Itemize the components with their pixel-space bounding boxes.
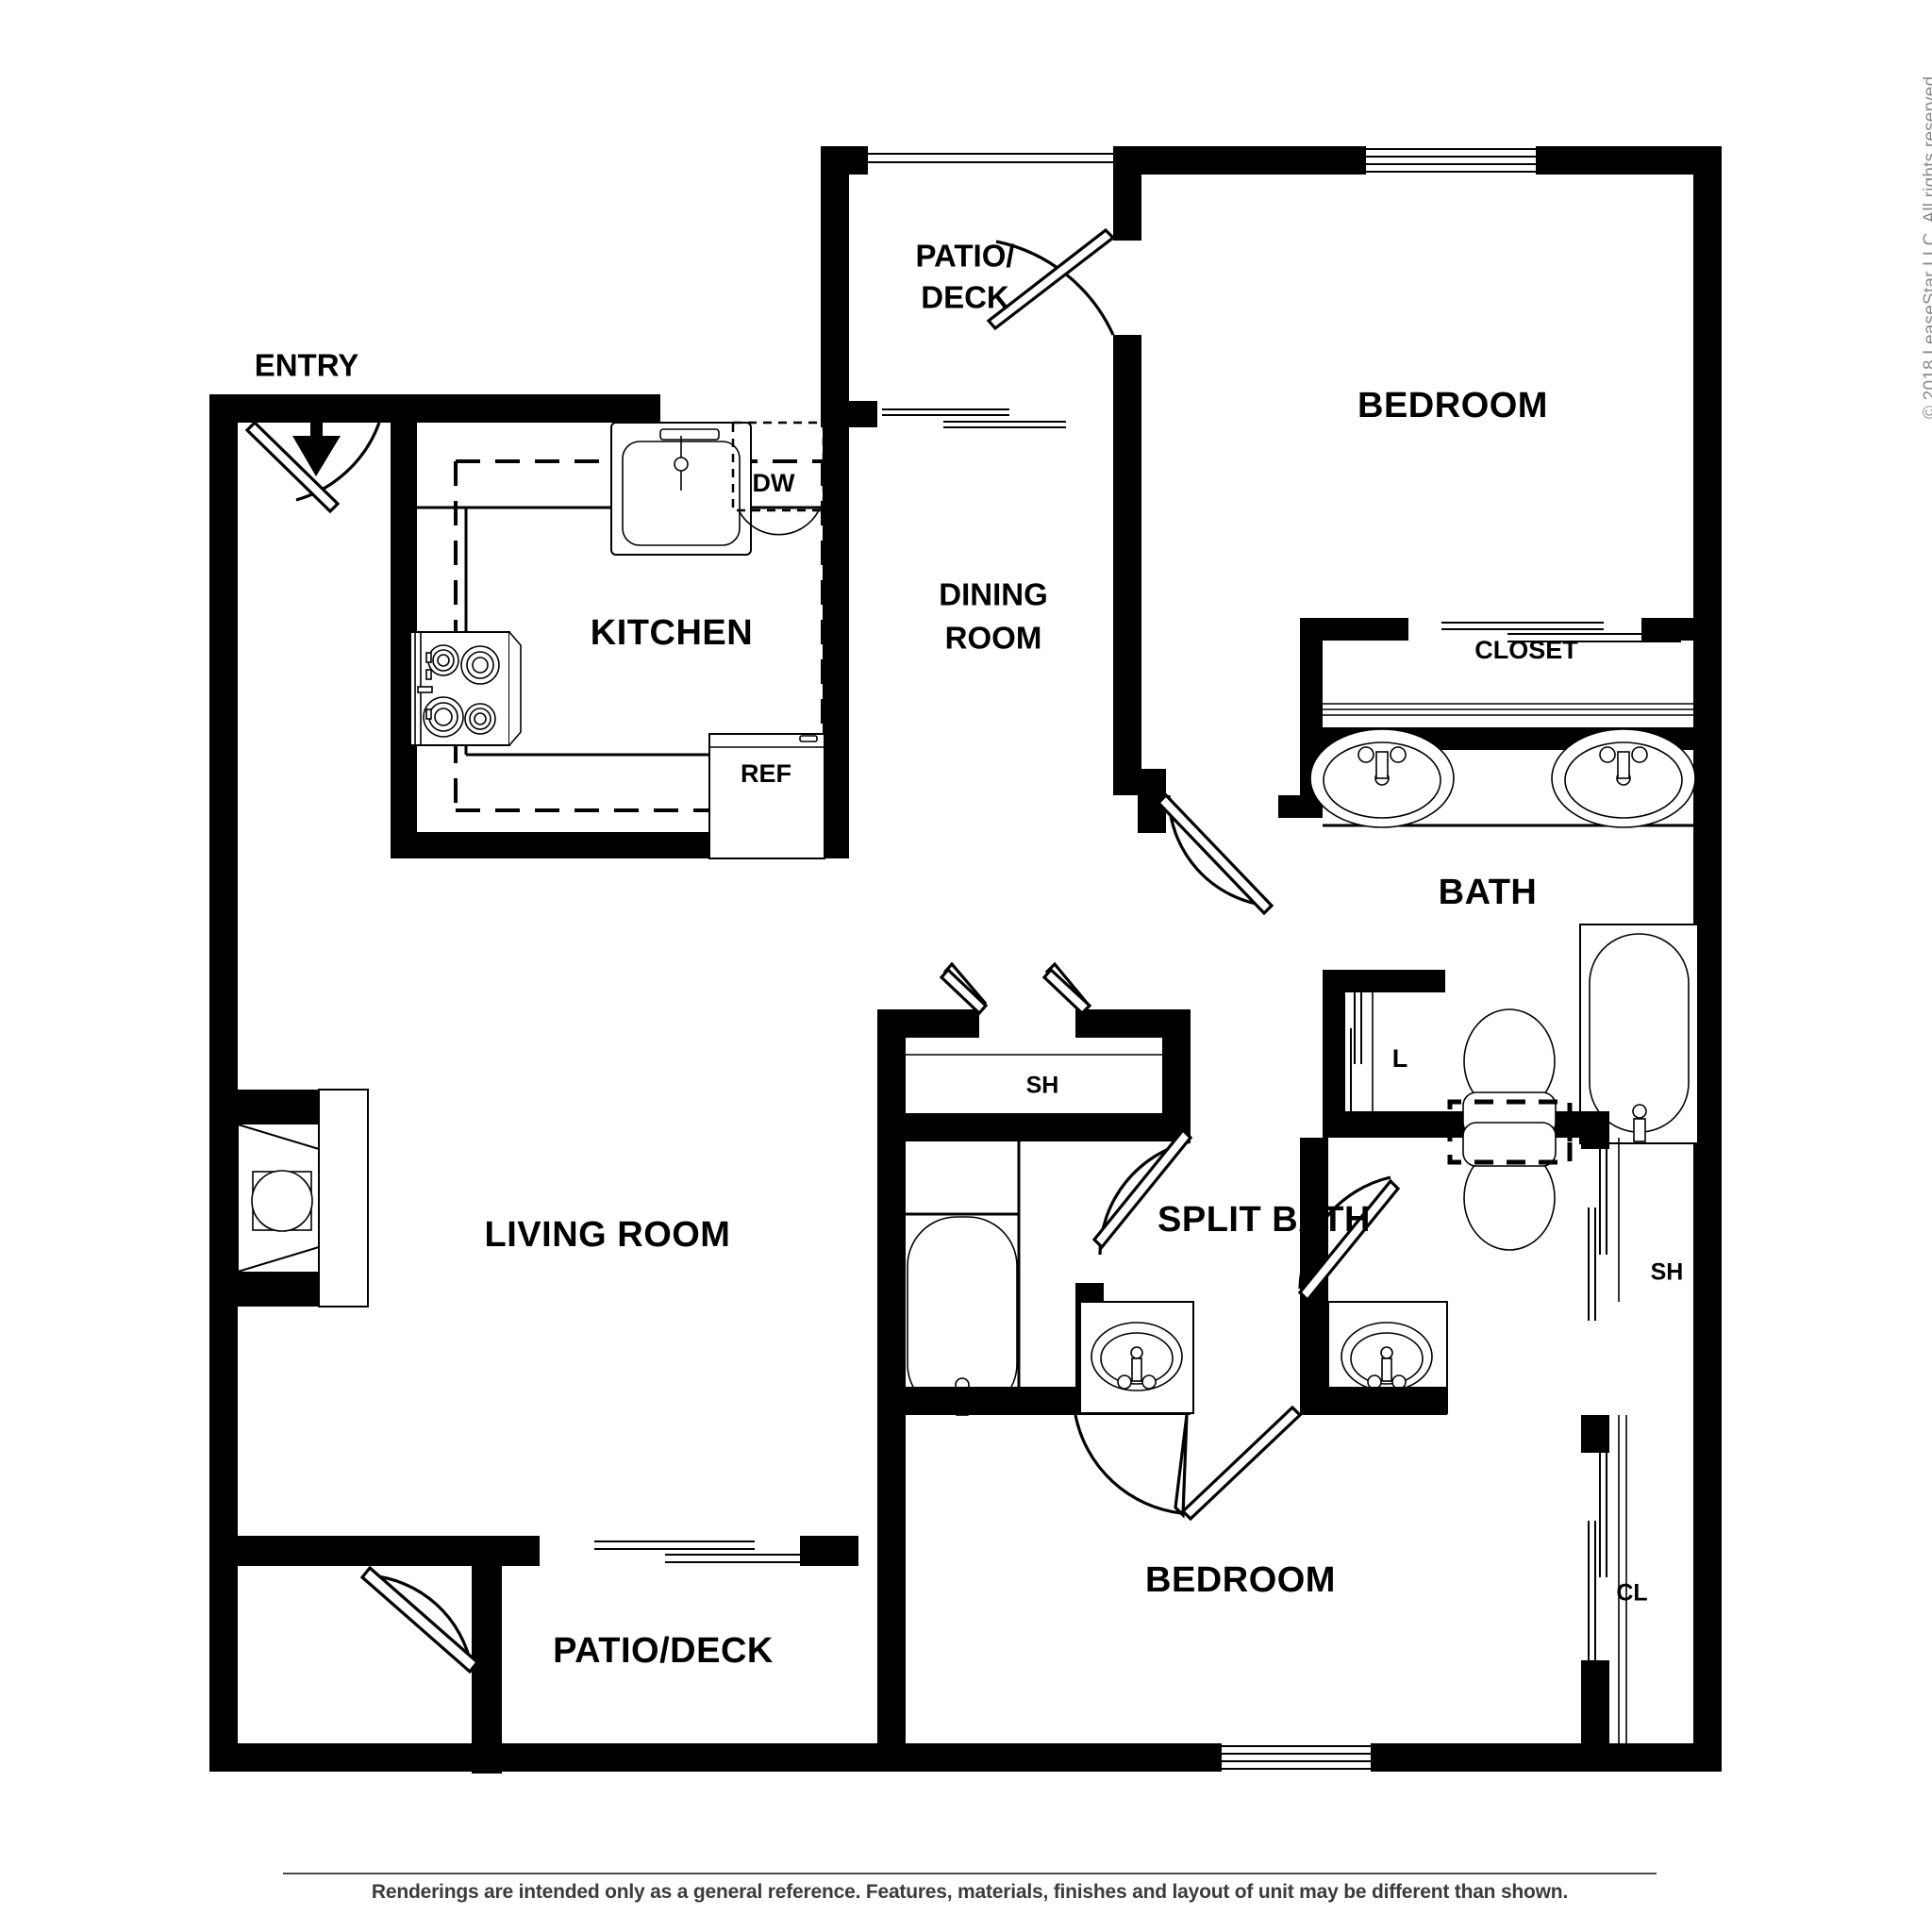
door-swing-icon (1298, 1175, 1391, 1290)
bedroom-bottom-structure (877, 1415, 1627, 1772)
vanity-sink-icon (1551, 728, 1696, 828)
label-patio-deck-top-line1: PATIO/ (915, 239, 1014, 274)
label-dishwasher: DW (753, 469, 795, 497)
label-kitchen: KITCHEN (591, 613, 753, 653)
toilet-icon (1447, 1008, 1573, 1141)
footer-divider (283, 1873, 1657, 1874)
sliding-door-icon (594, 1541, 830, 1563)
entry-structure (238, 394, 381, 514)
label-shelf-split-bath: SH (1026, 1073, 1059, 1099)
living-room-structure (209, 1089, 858, 1566)
sliding-door-icon (1588, 1143, 1607, 1321)
sliding-door-icon (509, 1752, 849, 1761)
room-labels: ENTRY KITCHEN DINING ROOM PATIO/ DECK BE… (255, 239, 1579, 1671)
label-dining-room-line2: ROOM (945, 621, 1042, 656)
label-closet: CLOSET (1474, 636, 1578, 664)
toilet-icon (1447, 1122, 1573, 1251)
disclaimer-text: Renderings are intended only as a genera… (371, 1881, 1569, 1903)
sliding-door-dining-patio (882, 408, 1066, 428)
vanity-sink-icon (1079, 1301, 1194, 1414)
label-entry: ENTRY (255, 348, 359, 383)
bedroom-top-structure (1113, 146, 1536, 833)
label-patio-deck-top-line2: DECK (921, 280, 1009, 315)
copyright-text: © 2018 LeaseStar LLC. All rights reserve… (1921, 71, 1932, 419)
label-patio-deck-bottom: PATIO/DECK (553, 1631, 774, 1671)
fireplace-icon (209, 1089, 369, 1307)
dishwasher-icon (731, 421, 825, 536)
label-linen-closet: L (1392, 1044, 1408, 1073)
door-swing-icon (1074, 1414, 1182, 1515)
sliding-door-icon (1343, 989, 1362, 1123)
copyright-notice: © 2018 LeaseStar LLC. All rights reserve… (1898, 8, 1932, 423)
label-refrigerator: REF (741, 759, 791, 788)
label-split-bath: SPLIT BATH (1158, 1200, 1371, 1240)
bathtub-icon (907, 1216, 1018, 1416)
bathtub-icon (1579, 924, 1699, 1144)
sink-icon (610, 422, 752, 556)
label-bedroom-bottom: BEDROOM (1145, 1560, 1336, 1600)
vanity-sink-icon (1309, 728, 1455, 828)
refrigerator-icon (708, 733, 825, 859)
range-icon (409, 631, 522, 746)
footer-disclaimer: Renderings are intended only as a genera… (283, 1881, 1657, 1904)
door-swing-icon (295, 422, 381, 502)
label-living-room: LIVING ROOM (485, 1215, 731, 1255)
patio-deck-bottom-structure (209, 1536, 849, 1774)
window-icon (1222, 1745, 1371, 1770)
label-bath: BATH (1439, 873, 1538, 912)
fixture-labels: DW REF L SH SH CL (741, 469, 1683, 1606)
bath-structure (1156, 728, 1699, 1321)
door-swing-icon (369, 1574, 474, 1669)
label-shelf-right: SH (1651, 1259, 1684, 1286)
sliding-door-icon (1441, 622, 1681, 642)
entry-arrow-icon (292, 396, 341, 476)
label-closet-bedroom2: CL (1616, 1580, 1647, 1607)
bifold-door-icon (939, 961, 1092, 1016)
split-bath-structure (877, 961, 1448, 1522)
window-icon (1366, 148, 1536, 173)
sliding-door-icon (1588, 1453, 1607, 1668)
label-bedroom-top: BEDROOM (1357, 386, 1548, 425)
label-dining-room-line1: DINING (939, 577, 1048, 612)
